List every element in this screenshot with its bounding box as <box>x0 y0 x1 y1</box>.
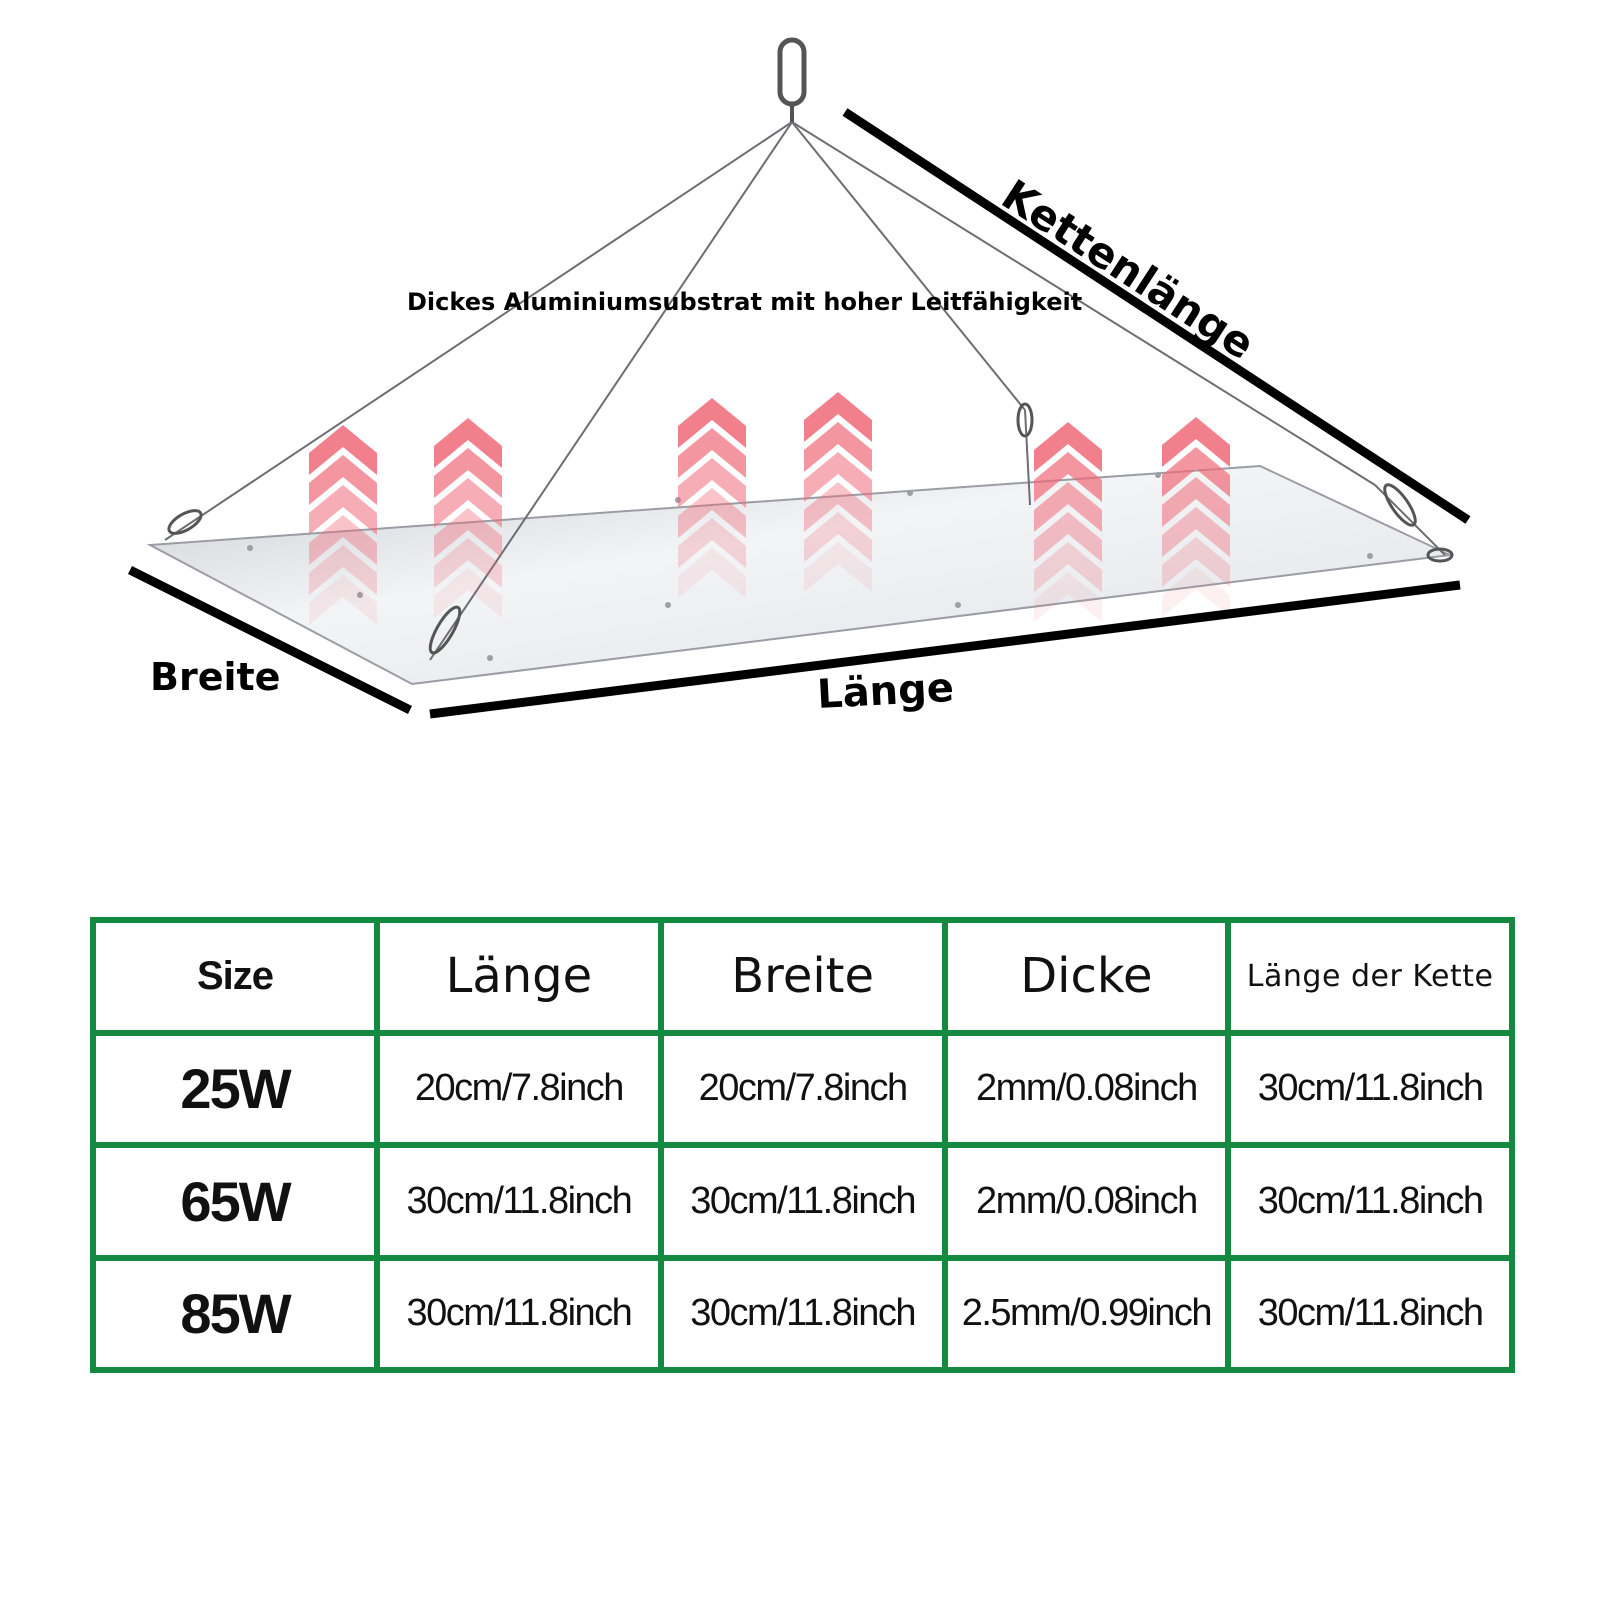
chevron-up-icon <box>1162 507 1230 557</box>
chevron-up-icon <box>1162 477 1230 527</box>
plate-holes <box>247 472 1373 661</box>
row-thickness: 2.5mm/0.99inch <box>941 1254 1232 1373</box>
substrate-label: Dickes Aluminiumsubstrat mit hoher Leitf… <box>407 288 1083 316</box>
grow-light-panel-illustration <box>127 37 1471 719</box>
chevron-up-icon <box>309 485 377 535</box>
row-width: 20cm/7.8inch <box>657 1029 948 1148</box>
chevron-up-icon <box>804 542 872 592</box>
chain-length-line <box>842 108 1471 524</box>
row-chain-length: 30cm/11.8inch <box>1225 1029 1515 1148</box>
row-length: 30cm/11.8inch <box>374 1254 664 1373</box>
width-label: Breite <box>150 655 281 699</box>
spec-table: Size Länge Breite Dicke Länge der Kette … <box>90 917 1515 1373</box>
row-chain-length: 30cm/11.8inch <box>1225 1142 1515 1261</box>
length-dimension-line <box>429 580 1461 719</box>
chevron-up-icon <box>678 458 746 508</box>
chevron-up-icon <box>1034 512 1102 562</box>
chevron-up-icon <box>678 518 746 568</box>
chevron-up-icon <box>678 398 746 448</box>
heat-arrow-stack <box>309 425 377 625</box>
heat-arrows <box>309 392 1230 625</box>
row-size: 25W <box>90 1029 380 1148</box>
header-size: Size <box>90 917 380 1036</box>
row-thickness: 2mm/0.08inch <box>941 1142 1232 1261</box>
chevron-up-icon <box>1162 417 1230 467</box>
chevron-up-icon <box>309 515 377 565</box>
carabiner-icon <box>777 37 807 122</box>
chevron-up-icon <box>1034 452 1102 502</box>
hanging-wires <box>164 121 1446 661</box>
row-length: 30cm/11.8inch <box>374 1142 664 1261</box>
table-row: 65W 30cm/11.8inch 30cm/11.8inch 2mm/0.08… <box>90 1142 1515 1261</box>
chevron-up-icon <box>309 545 377 595</box>
table-row: 85W 30cm/11.8inch 30cm/11.8inch 2.5mm/0.… <box>90 1254 1515 1373</box>
table-header-row: Size Länge Breite Dicke Länge der Kette <box>90 917 1515 1036</box>
chevron-up-icon <box>678 548 746 598</box>
chevron-up-icon <box>434 538 502 588</box>
heat-arrow-stack <box>434 418 502 618</box>
row-size: 65W <box>90 1142 380 1261</box>
row-chain-length: 30cm/11.8inch <box>1225 1254 1515 1373</box>
chevron-up-icon <box>434 478 502 528</box>
chevron-up-icon <box>309 575 377 625</box>
chevron-up-icon <box>309 425 377 475</box>
chevron-up-icon <box>434 418 502 468</box>
chevron-up-icon <box>1034 482 1102 532</box>
aluminium-plate <box>146 464 1454 686</box>
chevron-up-icon <box>434 448 502 498</box>
chevron-up-icon <box>1034 542 1102 592</box>
chevron-up-icon <box>678 428 746 478</box>
table-row: 25W 20cm/7.8inch 20cm/7.8inch 2mm/0.08in… <box>90 1029 1515 1148</box>
row-thickness: 2mm/0.08inch <box>941 1029 1232 1148</box>
header-chain-length: Länge der Kette <box>1225 917 1515 1036</box>
chevron-up-icon <box>309 455 377 505</box>
length-label: Länge <box>816 664 955 718</box>
header-thickness: Dicke <box>941 917 1232 1036</box>
chevron-up-icon <box>804 392 872 442</box>
row-width: 30cm/11.8inch <box>657 1254 948 1373</box>
chevron-up-icon <box>804 422 872 472</box>
wire-clips <box>167 402 1454 655</box>
chevron-up-icon <box>434 508 502 558</box>
header-length: Länge <box>374 917 664 1036</box>
width-dimension-line <box>127 565 413 715</box>
chevron-up-icon <box>1162 537 1230 587</box>
chevron-up-icon <box>804 482 872 532</box>
chevron-up-icon <box>1034 572 1102 622</box>
heat-arrow-stack <box>804 392 872 592</box>
chevron-up-icon <box>1034 422 1102 472</box>
chevron-up-icon <box>804 512 872 562</box>
chevron-up-icon <box>678 488 746 538</box>
chevron-up-icon <box>804 452 872 502</box>
heat-arrow-stack <box>678 398 746 598</box>
heat-arrow-stack <box>1034 422 1102 622</box>
row-size: 85W <box>90 1254 380 1373</box>
header-width: Breite <box>657 917 948 1036</box>
chevron-up-icon <box>434 568 502 618</box>
chevron-up-icon <box>1162 447 1230 497</box>
heat-arrow-stack <box>1162 417 1230 617</box>
chevron-up-icon <box>1162 567 1230 617</box>
row-length: 20cm/7.8inch <box>374 1029 664 1148</box>
row-width: 30cm/11.8inch <box>657 1142 948 1261</box>
